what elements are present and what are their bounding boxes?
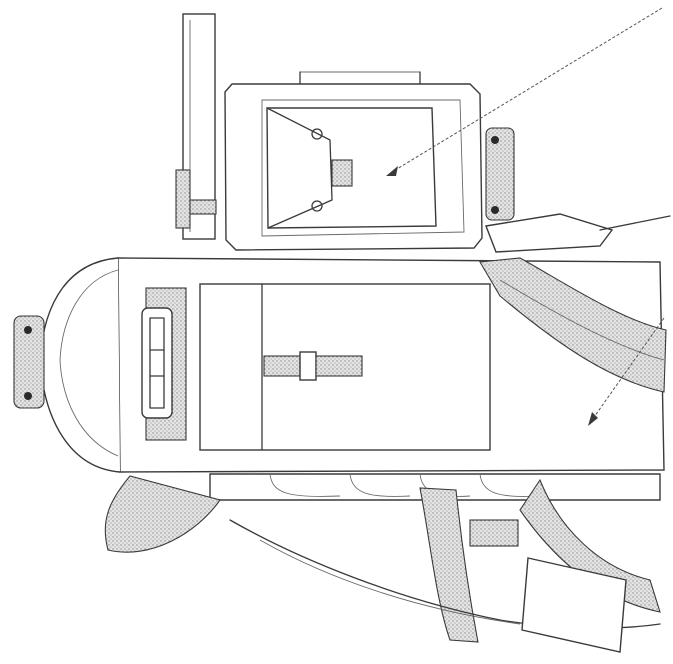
- bottom-padding: [209, 473, 661, 501]
- upper-side-buckles: [175, 127, 515, 229]
- leader-arrow-upper: [391, 7, 663, 173]
- arrowhead-upper: [386, 166, 398, 176]
- strap-tag: [469, 519, 627, 653]
- leader-arrow-lower: [591, 317, 665, 421]
- arrowhead-lower: [588, 412, 598, 426]
- side-pocket: [485, 213, 671, 253]
- front-pocket: [266, 107, 437, 229]
- front-panel: [199, 283, 491, 451]
- compression-strap: [141, 287, 187, 441]
- end-buckle: [13, 315, 45, 409]
- hip-belt: [104, 475, 661, 643]
- callout-leaders: [386, 7, 665, 426]
- shoulder-strap: [479, 257, 667, 393]
